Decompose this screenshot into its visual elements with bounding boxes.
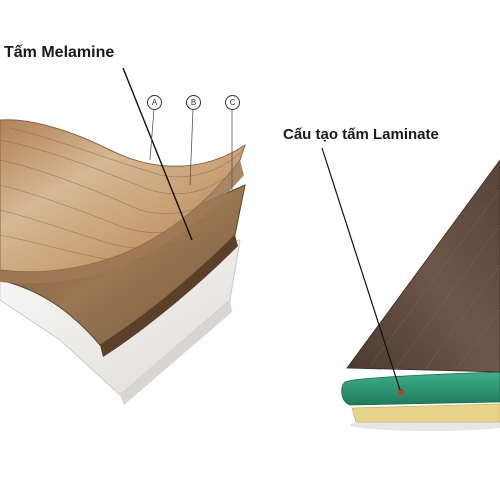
laminate-base-layer — [351, 403, 500, 423]
marker-b-leader — [189, 108, 194, 186]
laminate-core-layer — [341, 371, 500, 406]
marker-a: A — [147, 95, 162, 110]
marker-a-leader — [149, 108, 155, 161]
laminate-top-layer — [346, 159, 500, 373]
laminate-pointer-line — [321, 147, 401, 391]
laminate-pointer-dot — [398, 389, 404, 395]
melamine-core-edge — [100, 235, 238, 357]
marker-b: B — [186, 95, 201, 110]
marker-c: C — [225, 95, 240, 110]
laminate-label: Cấu tạo tấm Laminate — [283, 126, 439, 143]
melamine-label: Tấm Melamine — [4, 44, 115, 61]
melamine-decor-layer — [0, 119, 246, 273]
melamine-backer-shadow — [120, 300, 232, 405]
melamine-pointer-line — [122, 67, 193, 241]
melamine-decor-underside — [0, 160, 244, 284]
laminate-grain-lines — [369, 189, 500, 372]
